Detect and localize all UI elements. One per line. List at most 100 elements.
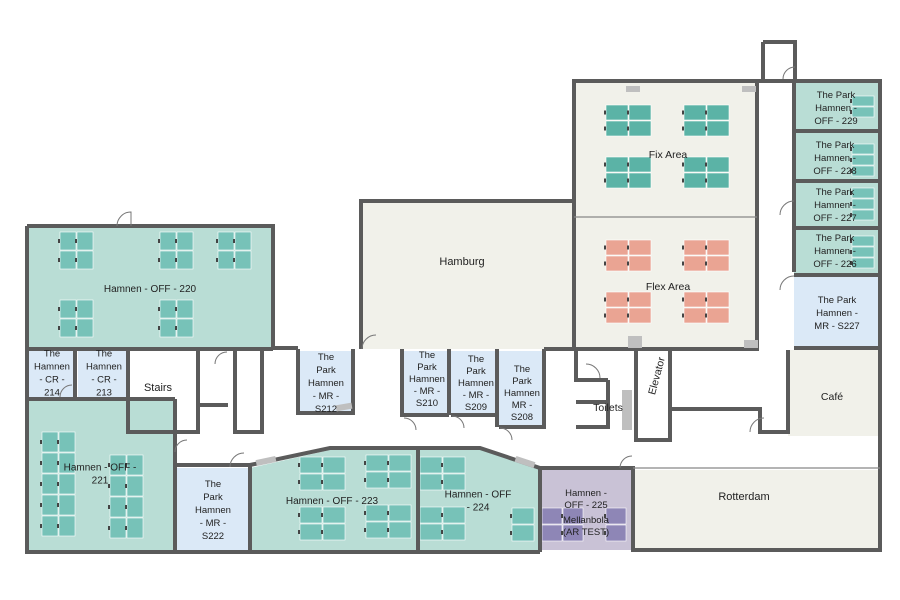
- room-cr-214[interactable]: [27, 351, 75, 397]
- desk[interactable]: [683, 291, 707, 308]
- desk[interactable]: [442, 523, 466, 541]
- desk[interactable]: [605, 156, 629, 173]
- room-off-229[interactable]: [794, 83, 879, 130]
- desk[interactable]: [159, 231, 177, 251]
- desk[interactable]: [442, 456, 466, 474]
- desk[interactable]: [511, 507, 535, 525]
- desk[interactable]: [176, 250, 194, 270]
- desk[interactable]: [628, 156, 652, 173]
- desk[interactable]: [159, 318, 177, 338]
- desk[interactable]: [628, 120, 652, 137]
- room-cafe[interactable]: [788, 350, 880, 436]
- desk[interactable]: [605, 255, 629, 272]
- room-mr-s208[interactable]: [499, 351, 544, 427]
- desk[interactable]: [706, 120, 730, 137]
- desk[interactable]: [176, 318, 194, 338]
- desk[interactable]: [365, 521, 389, 539]
- desk[interactable]: [59, 299, 77, 319]
- desk[interactable]: [683, 104, 707, 121]
- desk[interactable]: [159, 299, 177, 319]
- desk[interactable]: [605, 507, 627, 525]
- desk[interactable]: [419, 473, 443, 491]
- desk[interactable]: [41, 431, 59, 453]
- desk[interactable]: [322, 456, 346, 474]
- desk[interactable]: [628, 104, 652, 121]
- desk[interactable]: [126, 517, 144, 539]
- desk[interactable]: [541, 524, 563, 542]
- desk[interactable]: [683, 239, 707, 256]
- desk[interactable]: [388, 471, 412, 489]
- desk[interactable]: [109, 517, 127, 539]
- desk[interactable]: [58, 515, 76, 537]
- desk[interactable]: [41, 494, 59, 516]
- desk[interactable]: [706, 172, 730, 189]
- desk[interactable]: [76, 318, 94, 338]
- desk[interactable]: [217, 250, 235, 270]
- desk[interactable]: [58, 473, 76, 495]
- desk[interactable]: [605, 104, 629, 121]
- desk[interactable]: [59, 250, 77, 270]
- desk[interactable]: [176, 231, 194, 251]
- desk[interactable]: [299, 523, 323, 541]
- desk[interactable]: [217, 231, 235, 251]
- desk[interactable]: [234, 231, 252, 251]
- desk[interactable]: [442, 506, 466, 524]
- desk[interactable]: [541, 507, 563, 525]
- desk[interactable]: [59, 318, 77, 338]
- desk[interactable]: [683, 120, 707, 137]
- desk[interactable]: [76, 250, 94, 270]
- room-mr-s212[interactable]: [298, 351, 353, 413]
- desk[interactable]: [511, 524, 535, 542]
- desk[interactable]: [605, 120, 629, 137]
- desk[interactable]: [419, 523, 443, 541]
- room-rotterdam[interactable]: [633, 470, 880, 550]
- desk[interactable]: [683, 172, 707, 189]
- desk[interactable]: [851, 235, 875, 247]
- desk[interactable]: [388, 504, 412, 522]
- desk[interactable]: [706, 255, 730, 272]
- desk[interactable]: [109, 496, 127, 518]
- desk[interactable]: [41, 473, 59, 495]
- desk[interactable]: [58, 494, 76, 516]
- desk[interactable]: [628, 239, 652, 256]
- desk[interactable]: [628, 255, 652, 272]
- room-flex-area[interactable]: [574, 217, 757, 348]
- desk[interactable]: [365, 504, 389, 522]
- desk[interactable]: [59, 231, 77, 251]
- desk[interactable]: [605, 239, 629, 256]
- desk[interactable]: [851, 187, 875, 199]
- room-mr-s227[interactable]: [794, 277, 879, 347]
- desk[interactable]: [76, 299, 94, 319]
- desk[interactable]: [388, 521, 412, 539]
- desk[interactable]: [628, 172, 652, 189]
- desk[interactable]: [628, 307, 652, 324]
- desk[interactable]: [706, 156, 730, 173]
- desk[interactable]: [76, 231, 94, 251]
- desk[interactable]: [365, 471, 389, 489]
- desk[interactable]: [706, 291, 730, 308]
- desk[interactable]: [126, 496, 144, 518]
- desk[interactable]: [706, 307, 730, 324]
- desk[interactable]: [58, 431, 76, 453]
- room-cr-213[interactable]: [78, 351, 128, 397]
- desk[interactable]: [683, 307, 707, 324]
- desk[interactable]: [706, 239, 730, 256]
- desk[interactable]: [605, 307, 629, 324]
- desk[interactable]: [299, 456, 323, 474]
- room-hamburg[interactable]: [361, 201, 574, 349]
- desk[interactable]: [109, 475, 127, 497]
- room-mr-s222[interactable]: [176, 468, 248, 550]
- desk[interactable]: [683, 255, 707, 272]
- desk[interactable]: [605, 172, 629, 189]
- desk[interactable]: [683, 156, 707, 173]
- desk[interactable]: [628, 291, 652, 308]
- desk[interactable]: [706, 104, 730, 121]
- desk[interactable]: [234, 250, 252, 270]
- desk[interactable]: [299, 506, 323, 524]
- desk[interactable]: [126, 475, 144, 497]
- desk[interactable]: [388, 454, 412, 472]
- desk[interactable]: [322, 506, 346, 524]
- desk[interactable]: [605, 291, 629, 308]
- desk[interactable]: [419, 506, 443, 524]
- desk[interactable]: [41, 515, 59, 537]
